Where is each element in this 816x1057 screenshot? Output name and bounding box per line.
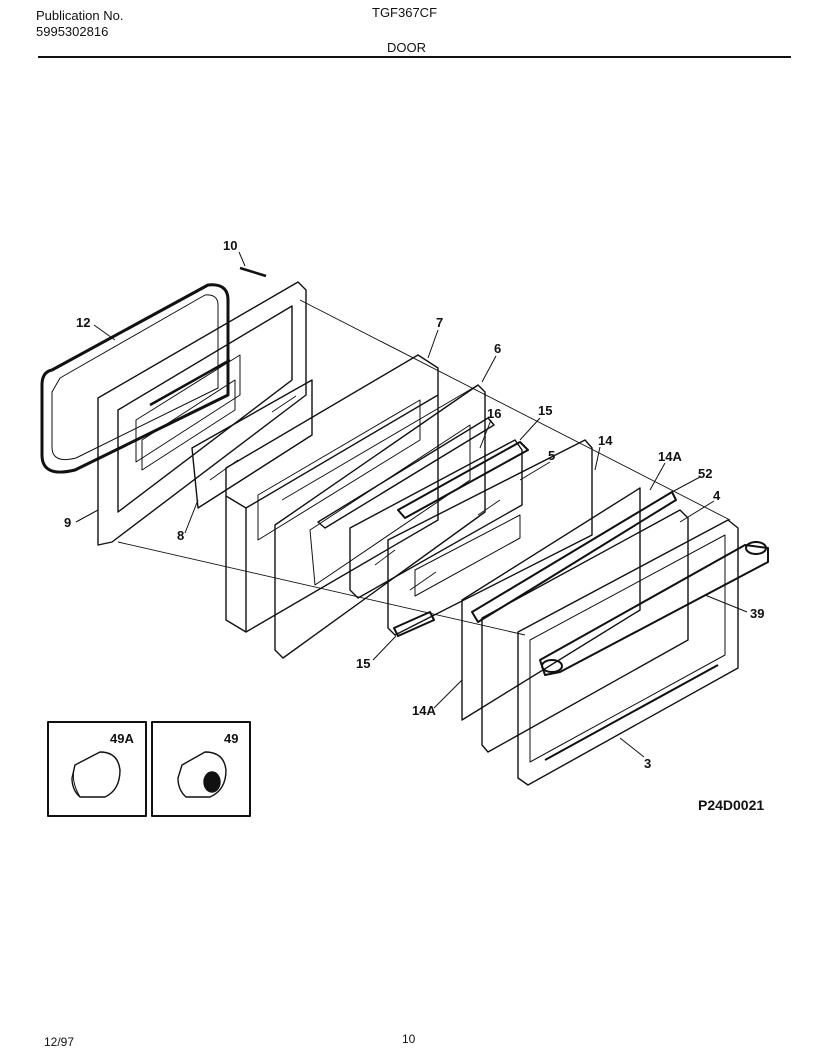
inner-glass-frame (274, 384, 486, 659)
glass-retainer (317, 417, 495, 529)
callout-10: 10 (223, 238, 237, 253)
middle-glass (349, 439, 523, 599)
knob-inset-49a (47, 721, 147, 817)
publication-label: Publication No. (36, 8, 124, 23)
figure-code: P24D0021 (698, 797, 765, 813)
callout-7: 7 (436, 315, 443, 330)
door-insulation (225, 354, 439, 633)
model-number: TGF367CF (372, 5, 438, 20)
callout-9: 9 (64, 515, 71, 530)
inner-door-panel (97, 281, 307, 546)
door-handle (539, 541, 769, 676)
leader-lines (75, 251, 748, 758)
window-glass (191, 379, 313, 509)
callout-14a-top: 14A (658, 449, 682, 464)
callout-14a-bottom: 14A (412, 703, 436, 718)
header-rule (38, 56, 791, 58)
callout-5: 5 (548, 448, 555, 463)
knob-inset-49 (151, 721, 251, 817)
callout-52: 52 (698, 466, 712, 481)
door-frame (517, 519, 739, 786)
door-liner-panel (461, 487, 641, 721)
glass-clip-top (397, 441, 529, 519)
callout-12: 12 (76, 315, 90, 330)
section-title: DOOR (387, 40, 426, 55)
callout-8: 8 (177, 528, 184, 543)
trim-strip (471, 491, 677, 623)
door-gasket (40, 283, 230, 474)
page-number: 10 (402, 1032, 416, 1046)
callout-4: 4 (713, 488, 721, 503)
outer-glass (387, 439, 593, 636)
callout-15-bottom: 15 (356, 656, 370, 671)
callout-14: 14 (598, 433, 613, 448)
footer-date: 12/97 (44, 1035, 75, 1049)
outer-door-panel (481, 509, 689, 753)
callout-49a: 49A (110, 731, 134, 746)
callout-15-top: 15 (538, 403, 552, 418)
callout-3: 3 (644, 756, 651, 771)
callout-16: 16 (487, 406, 501, 421)
glass-clip-bottom (393, 611, 435, 637)
publication-number: 5995302816 (36, 24, 109, 39)
callout-6: 6 (494, 341, 501, 356)
callout-49: 49 (224, 731, 238, 746)
screw (239, 266, 267, 278)
callout-39: 39 (750, 606, 764, 621)
